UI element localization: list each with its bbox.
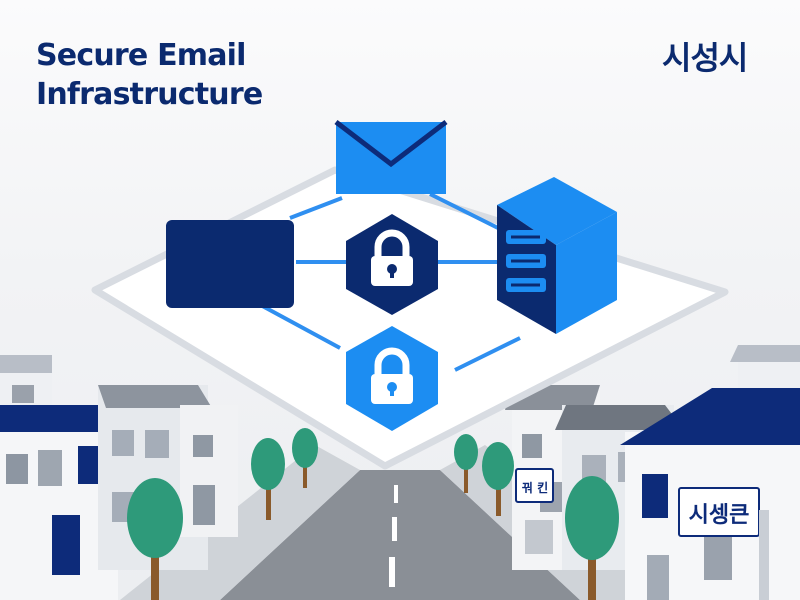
title-line-2: Infrastructure [36, 77, 263, 112]
tree-trunk [266, 482, 271, 520]
tree-canopy [454, 434, 478, 470]
building-door [52, 515, 80, 575]
corner-label: 시성시 [662, 39, 748, 77]
tree-canopy [251, 438, 285, 490]
building-window [193, 435, 213, 457]
title-line-1: Secure Email [36, 38, 246, 73]
tree-canopy [292, 428, 318, 468]
server-icon [497, 177, 617, 334]
shop-sign-text: 꿔 킨 [522, 480, 548, 495]
building-window [12, 385, 34, 403]
envelope-icon [334, 120, 448, 194]
road [220, 470, 580, 600]
shop-sign-text: 시셍큰 [689, 503, 750, 528]
building-window [704, 535, 732, 580]
building-door [647, 555, 669, 600]
building-roof [555, 405, 684, 430]
building-roof [730, 345, 800, 362]
building-window [38, 450, 62, 486]
tree-trunk [151, 545, 159, 600]
page-title: Secure Email Infrastructure [36, 36, 263, 114]
building-window [6, 454, 28, 484]
building-roof [0, 355, 52, 373]
building-window [525, 520, 553, 554]
tree-trunk [588, 545, 596, 600]
building-window [78, 446, 100, 484]
building-window [522, 434, 542, 458]
tree-canopy [482, 442, 514, 490]
building-window [642, 474, 668, 518]
tree-trunk [496, 482, 501, 516]
building-window [193, 485, 215, 525]
road-marking [392, 517, 397, 541]
road-marking [394, 485, 398, 503]
building-window [112, 430, 134, 456]
tree-trunk [464, 466, 468, 493]
building-roof [0, 405, 118, 432]
building-roof [98, 385, 212, 408]
network-links [254, 192, 521, 372]
shop-sign [515, 468, 554, 503]
building-roof [620, 388, 800, 445]
building-window [145, 430, 169, 458]
lock-icon [371, 347, 413, 404]
sign-post [759, 510, 769, 600]
road-marking [389, 557, 395, 587]
tree-canopy [127, 478, 183, 558]
tree-trunk [303, 460, 307, 488]
client-device [166, 220, 294, 308]
lock-icon [371, 229, 413, 286]
tree-canopy [565, 476, 619, 560]
